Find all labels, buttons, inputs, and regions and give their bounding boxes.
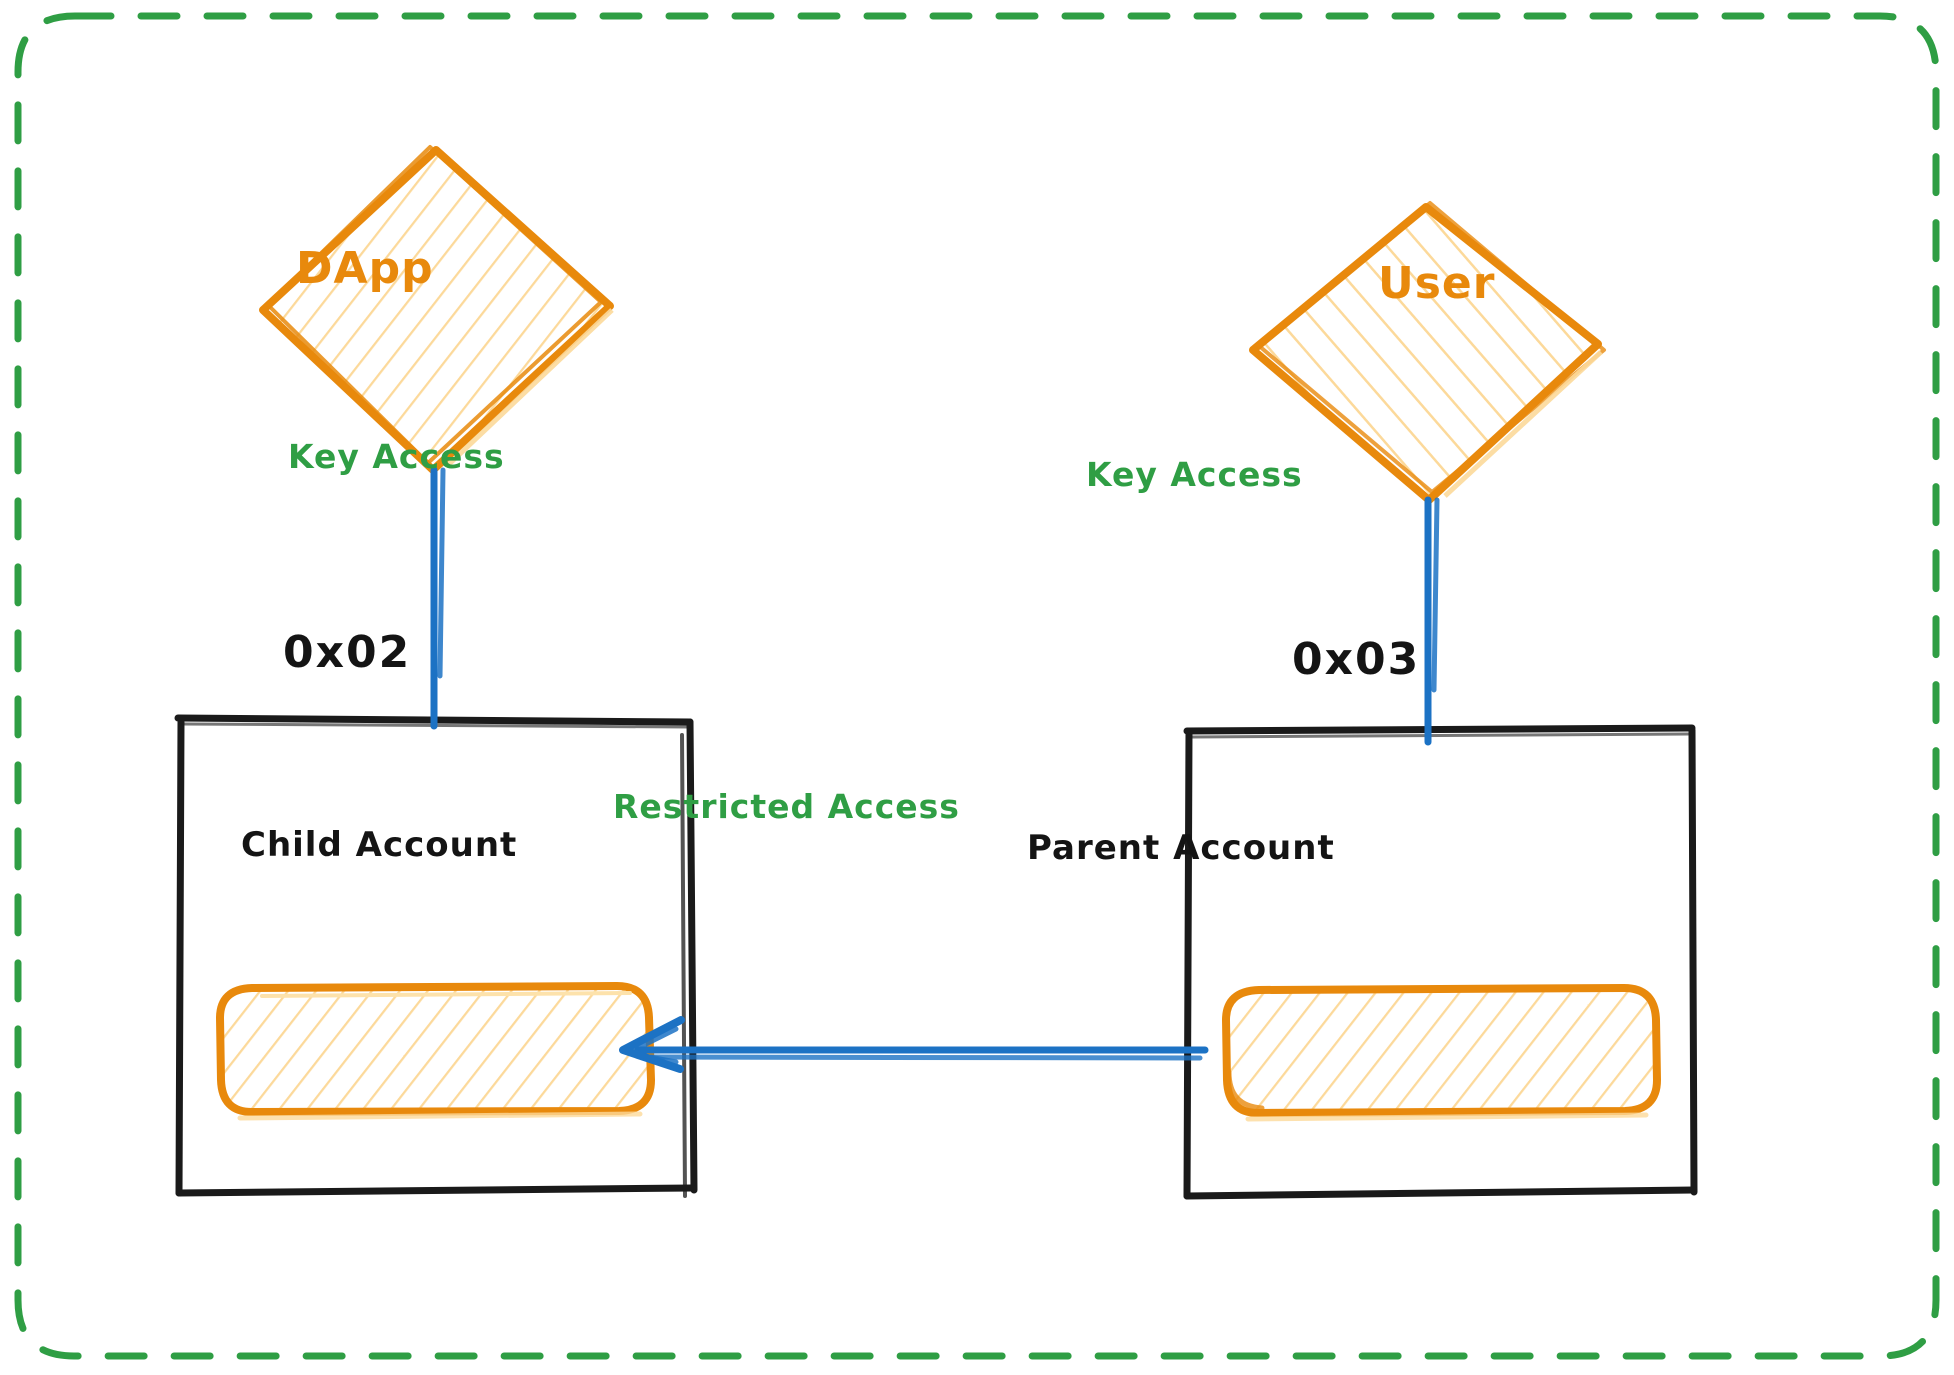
box-0x03-shape[interactable]: [1183, 724, 1698, 1200]
child-account-shape[interactable]: [216, 982, 655, 1121]
parent-account-label: Parent Account: [1027, 828, 1335, 868]
arrow-dapp-to-box02: [430, 466, 446, 730]
box-0x02-label: 0x02: [283, 627, 412, 678]
edge-label-key-access-left: Key Access: [288, 437, 505, 476]
arrow-user-to-box03: [1424, 496, 1440, 746]
box-0x03-label: 0x03: [1292, 634, 1421, 685]
diagram-container-border: [14, 12, 1940, 1360]
edge-label-restricted-access: Restricted Access: [613, 787, 960, 826]
parent-account-shape[interactable]: [1222, 984, 1661, 1122]
user-diamond-shape[interactable]: [1249, 201, 1606, 504]
arrow-parent-to-child: [619, 1016, 1209, 1073]
child-account-label: Child Account: [241, 825, 518, 865]
dapp-label: DApp: [296, 243, 434, 294]
edge-label-key-access-right: Key Access: [1086, 455, 1303, 494]
dapp-diamond-shape[interactable]: [259, 145, 614, 474]
box-0x02-shape[interactable]: [174, 714, 698, 1198]
user-label: User: [1378, 258, 1496, 309]
